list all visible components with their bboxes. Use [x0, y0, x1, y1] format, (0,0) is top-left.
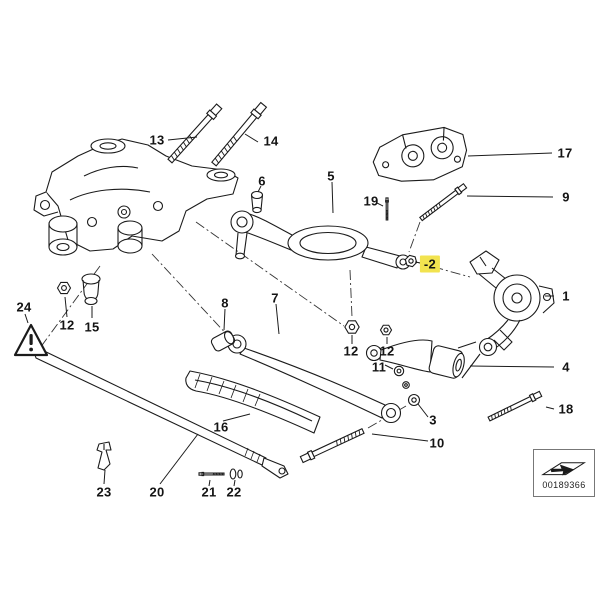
cover-16-drawing — [185, 370, 321, 434]
bolt-13-drawing — [166, 102, 224, 165]
part-label-11[interactable]: 11 — [371, 359, 387, 375]
axle-carrier-drawing — [33, 138, 239, 256]
image-code-box: 00189366 — [533, 449, 595, 497]
bracket-17-drawing — [372, 126, 468, 182]
leader-lines — [24, 133, 555, 487]
bolt-18-drawing — [487, 390, 543, 423]
part-label-14[interactable]: 14 — [263, 133, 279, 149]
part-label-21[interactable]: 21 — [201, 484, 217, 500]
clip-23-drawing — [96, 441, 112, 471]
part-label-22[interactable]: 22 — [226, 484, 242, 500]
upper-arm-5-drawing — [230, 210, 411, 270]
washer-3-drawing — [407, 393, 421, 407]
part-label-2-highlighted[interactable]: -2 — [419, 255, 441, 273]
part-label-13[interactable]: 13 — [149, 132, 165, 148]
bushing-8-drawing — [210, 330, 236, 352]
bolt-9-drawing — [418, 182, 468, 223]
bolt-19-drawing — [385, 197, 389, 221]
bolt-10-drawing — [299, 426, 366, 464]
image-code: 00189366 — [542, 480, 586, 490]
nut-12-mid-drawing — [344, 320, 360, 334]
part-label-16[interactable]: 16 — [213, 419, 229, 435]
part-label-15[interactable]: 15 — [84, 319, 100, 335]
part-label-5[interactable]: 5 — [327, 168, 335, 184]
part-label-24[interactable]: 24 — [16, 299, 32, 315]
wheel-carrier-1-drawing — [469, 250, 555, 357]
page-arrow-icon — [541, 462, 587, 476]
part-label-9[interactable]: 9 — [562, 189, 570, 205]
part-label-12-left[interactable]: 12 — [59, 317, 75, 333]
lower-arm-4-drawing — [365, 339, 481, 379]
part-label-17[interactable]: 17 — [557, 145, 573, 161]
part-label-18[interactable]: 18 — [558, 401, 574, 417]
washer-11-drawing — [393, 365, 405, 377]
part-label-6[interactable]: 6 — [258, 173, 266, 189]
nut-12-right-drawing — [380, 324, 392, 336]
part-label-10[interactable]: 10 — [429, 435, 445, 451]
washer-small-drawing — [402, 381, 410, 389]
part-label-12-mid[interactable]: 12 — [343, 343, 359, 359]
part-label-8[interactable]: 8 — [221, 295, 229, 311]
part-label-23[interactable]: 23 — [96, 484, 112, 500]
screw-21-drawing — [198, 472, 225, 476]
part-label-20[interactable]: 20 — [149, 484, 165, 500]
part-label-4[interactable]: 4 — [562, 359, 570, 375]
warning-triangle-icon — [13, 323, 49, 357]
part-label-1[interactable]: 1 — [562, 288, 570, 304]
push-rod-20-drawing — [33, 348, 289, 479]
stud-6-drawing — [250, 190, 264, 214]
nut-12-left-drawing — [56, 281, 72, 295]
part-label-3[interactable]: 3 — [429, 412, 437, 428]
nut-22-drawing — [229, 468, 243, 480]
part-label-12-right[interactable]: 12 — [379, 343, 395, 359]
part-label-7[interactable]: 7 — [271, 290, 279, 306]
grommet-15-drawing — [81, 273, 101, 306]
part-label-19[interactable]: 19 — [363, 193, 379, 209]
track-rod-7-drawing — [227, 334, 402, 424]
